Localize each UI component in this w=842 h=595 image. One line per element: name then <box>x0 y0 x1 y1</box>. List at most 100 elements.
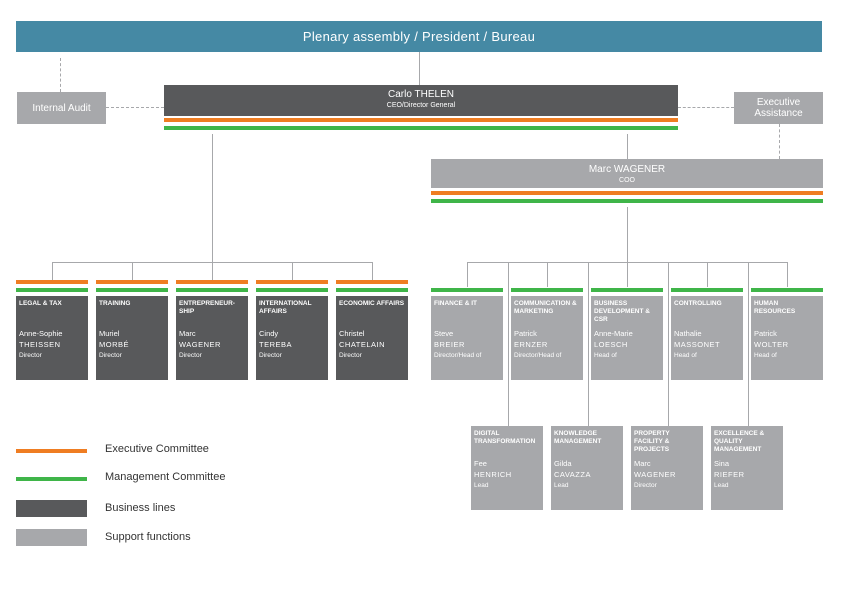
exec-bar <box>256 280 328 284</box>
unit-human-resources: HUMAN RESOURCES Patrick WOLTER Head of <box>751 296 823 380</box>
unit-dept: TRAINING <box>99 300 131 307</box>
ceo-exec-bar <box>164 118 678 122</box>
unit-role: Lead <box>714 482 729 489</box>
connector-drop <box>372 262 373 280</box>
mgmt-bar <box>256 288 328 292</box>
legend-management-swatch <box>16 477 87 481</box>
unit-dept: ENTREPRENEUR-SHIP <box>179 300 235 315</box>
executive-assistance-box: Executive Assistance <box>734 92 823 124</box>
connector-drop <box>627 262 628 287</box>
unit-legal-tax: LEGAL & TAX Anne-Sophie THEISSEN Directo… <box>16 296 88 380</box>
exec-bar <box>96 280 168 284</box>
internal-audit-box: Internal Audit <box>17 92 106 124</box>
unit-role: Director <box>634 482 657 489</box>
unit-entrepreneurship: ENTREPRENEUR-SHIP Marc WAGENER Director <box>176 296 248 380</box>
unit-last-name: MORBÉ <box>99 340 130 349</box>
unit-knowledge-management: KNOWLEDGE MANAGEMENT Gilda CAVAZZA Lead <box>551 426 623 510</box>
unit-role: Director/Head of <box>514 352 562 359</box>
unit-role: Director/Head of <box>434 352 482 359</box>
unit-finance-it: FINANCE & IT Steve BREIER Director/Head … <box>431 296 503 380</box>
connector-drop <box>52 262 53 280</box>
legend-support-label: Support functions <box>105 531 191 543</box>
unit-first-name: Marc <box>634 459 651 468</box>
unit-digital-transformation: DIGITAL TRANSFORMATION Fee HENRICH Lead <box>471 426 543 510</box>
connector-assistance-coo <box>779 124 780 159</box>
legend-support-swatch <box>16 529 87 546</box>
coo-exec-bar <box>431 191 823 195</box>
legend-business-label: Business lines <box>105 502 176 514</box>
unit-economic-affairs: ECONOMIC AFFAIRS Christel CHATELAIN Dire… <box>336 296 408 380</box>
unit-last-name: THEISSEN <box>19 340 61 349</box>
unit-last-name: LOESCH <box>594 340 628 349</box>
connector-drop-long <box>748 262 749 426</box>
connector-banner-ceo <box>419 52 420 85</box>
exec-bar <box>336 280 408 284</box>
unit-first-name: Steve <box>434 329 454 338</box>
unit-last-name: HENRICH <box>474 470 512 479</box>
coo-title: COO <box>619 177 635 184</box>
ceo-name: Carlo THELEN <box>388 89 454 100</box>
unit-last-name: CHATELAIN <box>339 340 386 349</box>
unit-role: Head of <box>674 352 697 359</box>
unit-dept: FINANCE & IT <box>434 300 477 307</box>
connector-drop-long <box>588 262 589 426</box>
connector-drop <box>547 262 548 287</box>
unit-last-name: TEREBA <box>259 340 293 349</box>
unit-first-name: Muriel <box>99 329 120 338</box>
connector-coo-support <box>627 207 628 262</box>
unit-role: Director <box>259 352 282 359</box>
unit-dept: INTERNATIONAL AFFAIRS <box>259 300 312 315</box>
coo-name: Marc WAGENER <box>588 164 666 175</box>
unit-first-name: Patrick <box>514 329 537 338</box>
unit-last-name: ERNZER <box>514 340 548 349</box>
mgmt-bar <box>96 288 168 292</box>
connector-drop-long <box>668 262 669 426</box>
ceo-mgmt-bar <box>164 126 678 130</box>
plenary-assembly-banner: Plenary assembly / President / Bureau <box>16 21 822 52</box>
connector-ceo-business <box>212 134 213 262</box>
unit-role: Director <box>99 352 122 359</box>
mgmt-bar <box>671 288 743 292</box>
ceo-title: CEO/Director General <box>386 102 456 109</box>
unit-first-name: Marc <box>179 329 196 338</box>
unit-dept: LEGAL & TAX <box>19 300 62 307</box>
unit-last-name: BREIER <box>434 340 465 349</box>
coo-box: Marc WAGENER COO <box>431 159 823 188</box>
unit-dept: BUSINESS DEVELOPMENT & CSR <box>594 300 650 323</box>
connector-drop <box>132 262 133 280</box>
exec-bar <box>176 280 248 284</box>
connector-ceo-assistance <box>678 107 734 108</box>
unit-role: Head of <box>594 352 617 359</box>
unit-international-affairs: INTERNATIONAL AFFAIRS Cindy TEREBA Direc… <box>256 296 328 380</box>
unit-last-name: WAGENER <box>179 340 221 349</box>
mgmt-bar <box>591 288 663 292</box>
unit-dept: EXCELLENCE & QUALITY MANAGEMENT <box>714 430 765 453</box>
unit-first-name: Christel <box>339 329 365 338</box>
unit-last-name: RIEFER <box>714 470 745 479</box>
coo-mgmt-bar <box>431 199 823 203</box>
legend-executive-swatch <box>16 449 87 453</box>
unit-dept: HUMAN RESOURCES <box>754 300 796 315</box>
mgmt-bar <box>511 288 583 292</box>
unit-excellence-quality: EXCELLENCE & QUALITY MANAGEMENT Sina RIE… <box>711 426 783 510</box>
unit-dept: DIGITAL TRANSFORMATION <box>474 430 536 445</box>
unit-communication-marketing: COMMUNICATION & MARKETING Patrick ERNZER… <box>511 296 583 380</box>
connector-audit <box>60 58 61 92</box>
connector-drop <box>707 262 708 287</box>
unit-first-name: Cindy <box>259 329 279 338</box>
unit-controlling: CONTROLLING Nathalie MASSONET Head of <box>671 296 743 380</box>
mgmt-bar <box>176 288 248 292</box>
connector-drop <box>212 262 213 280</box>
connector-ceo-coo <box>627 134 628 159</box>
unit-role: Director <box>19 352 42 359</box>
unit-dept: ECONOMIC AFFAIRS <box>339 300 405 307</box>
mgmt-bar <box>336 288 408 292</box>
unit-role: Director <box>339 352 362 359</box>
unit-first-name: Nathalie <box>674 329 702 338</box>
unit-dept: COMMUNICATION & MARKETING <box>514 300 577 315</box>
connector-drop <box>467 262 468 287</box>
unit-dept: CONTROLLING <box>674 300 722 307</box>
unit-last-name: WAGENER <box>634 470 676 479</box>
connector-drop <box>292 262 293 280</box>
legend-executive-label: Executive Committee <box>105 443 209 455</box>
